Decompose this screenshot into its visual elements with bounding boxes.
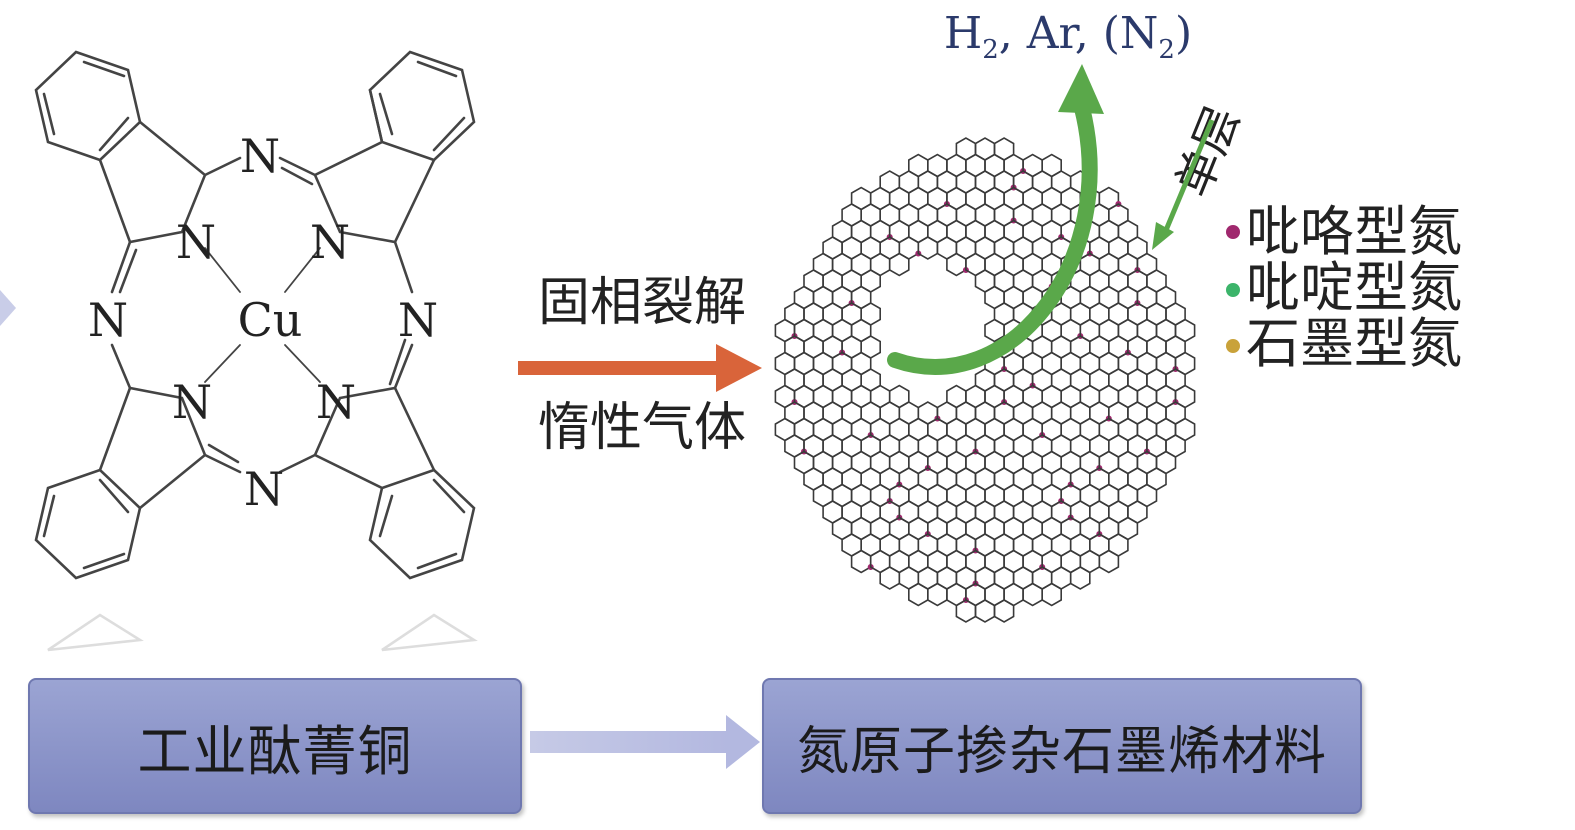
left-edge-marker <box>0 290 16 326</box>
n-label-inner-bottom-right: N <box>316 375 356 429</box>
n-label-inner-top-right: N <box>310 215 350 269</box>
graphene-hexagon <box>993 599 1015 623</box>
graphene-hexagon <box>888 252 910 277</box>
benzene-ring-bottom-left <box>34 468 142 580</box>
n-label-bottom: N <box>244 462 284 516</box>
graphene-hexagon <box>907 582 929 607</box>
legend-label-graphitic: 石墨型氮 <box>1246 312 1462 375</box>
graphene-hexagon <box>926 582 948 607</box>
benzene-ring-top-right <box>368 50 476 162</box>
graphene-hexagon <box>946 252 967 277</box>
monolayer-pointer-arrow <box>1152 119 1215 250</box>
n-label-inner-bottom-left: N <box>172 375 212 429</box>
n-label-inner-top-left: N <box>176 215 216 269</box>
nitrogen-type-legend: 吡咯型氮 吡啶型氮 石墨型氮 <box>1226 200 1462 375</box>
n-label-top: N <box>240 129 280 183</box>
flow-arrow <box>530 715 760 769</box>
monolayer-label: 单层 <box>1165 99 1250 205</box>
legend-dot-pyrrolic <box>1226 225 1240 239</box>
process-label-inert-gas: 惰性气体 <box>538 398 746 458</box>
legend-dot-pyridinic <box>1226 283 1240 297</box>
product-material-box: 氮原子掺杂石墨烯材料 <box>762 678 1362 814</box>
copper-phthalocyanine-structure <box>34 50 478 652</box>
legend-label-pyrrolic: 吡咯型氮 <box>1246 200 1462 263</box>
source-material-box: 工业酞菁铜 <box>28 678 522 814</box>
graphene-hexagon <box>1098 549 1120 574</box>
nitrogen-doped-graphene-sheet <box>774 137 1196 623</box>
legend-label-pyridinic: 吡啶型氮 <box>1246 256 1462 319</box>
n-label-left: N <box>88 293 128 347</box>
graphene-hexagon <box>974 599 996 623</box>
graphene-hexagon <box>917 236 939 260</box>
legend-dot-graphitic <box>1226 339 1240 353</box>
graphene-hexagon <box>955 599 977 623</box>
benzene-ring-bottom-right <box>368 468 476 580</box>
graphene-hexagon <box>1069 566 1091 590</box>
gas-release-label: H2, Ar, (N2) <box>944 8 1192 65</box>
process-arrow <box>518 344 762 392</box>
source-material-label: 工业酞菁铜 <box>137 719 413 783</box>
cu-label: Cu <box>238 293 303 347</box>
graphene-hexagon <box>850 549 872 574</box>
process-label-solid-phase-pyrolysis: 固相裂解 <box>538 273 746 333</box>
gas-release-curved-arrow <box>887 64 1104 375</box>
benzene-ring-top-left <box>34 50 142 162</box>
graphene-hexagon <box>1022 582 1043 607</box>
product-material-label: 氮原子掺杂石墨烯材料 <box>796 721 1327 782</box>
n-label-right: N <box>398 293 438 347</box>
graphene-hexagon <box>879 566 901 590</box>
graphene-hexagon <box>1041 582 1062 607</box>
